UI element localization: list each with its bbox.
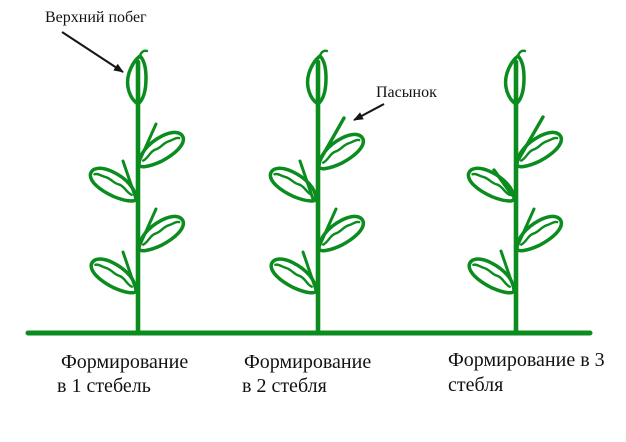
plant-1 <box>84 48 190 336</box>
leaf-icon <box>84 254 144 297</box>
leaf-icon <box>310 211 370 255</box>
plant-2 <box>264 48 370 336</box>
plant-3 <box>462 48 568 336</box>
leaf-icon <box>462 254 522 297</box>
leaf-icon <box>84 164 143 205</box>
leaf-icon <box>508 127 568 171</box>
top-shoot-arrow-icon <box>61 31 124 73</box>
caption-line: Формирование в 3 <box>448 349 605 371</box>
leaf-icon <box>264 254 324 297</box>
leaf-icon <box>130 127 190 171</box>
leaf-icon <box>130 211 190 255</box>
sucker-arrow-icon <box>353 103 385 121</box>
leaf-icon <box>508 211 568 255</box>
caption-line: Формирование <box>61 351 188 373</box>
leaf-icon <box>310 129 370 173</box>
caption-line: в 2 стебля <box>242 375 327 397</box>
leaf-icon <box>462 164 521 205</box>
caption-plant-2: Формирование в 2 стебля <box>242 351 371 397</box>
top-shoot-label: Верхний побег <box>45 9 147 26</box>
caption-line: Формирование <box>244 351 371 373</box>
caption-line: в 1 стебель <box>57 375 151 397</box>
caption-plant-3: Формирование в 3 стебля <box>448 349 605 396</box>
caption-line: стебля <box>448 374 503 396</box>
caption-plant-1: Формирование в 1 стебель <box>57 351 188 397</box>
sucker-label: Пасынок <box>376 84 437 101</box>
